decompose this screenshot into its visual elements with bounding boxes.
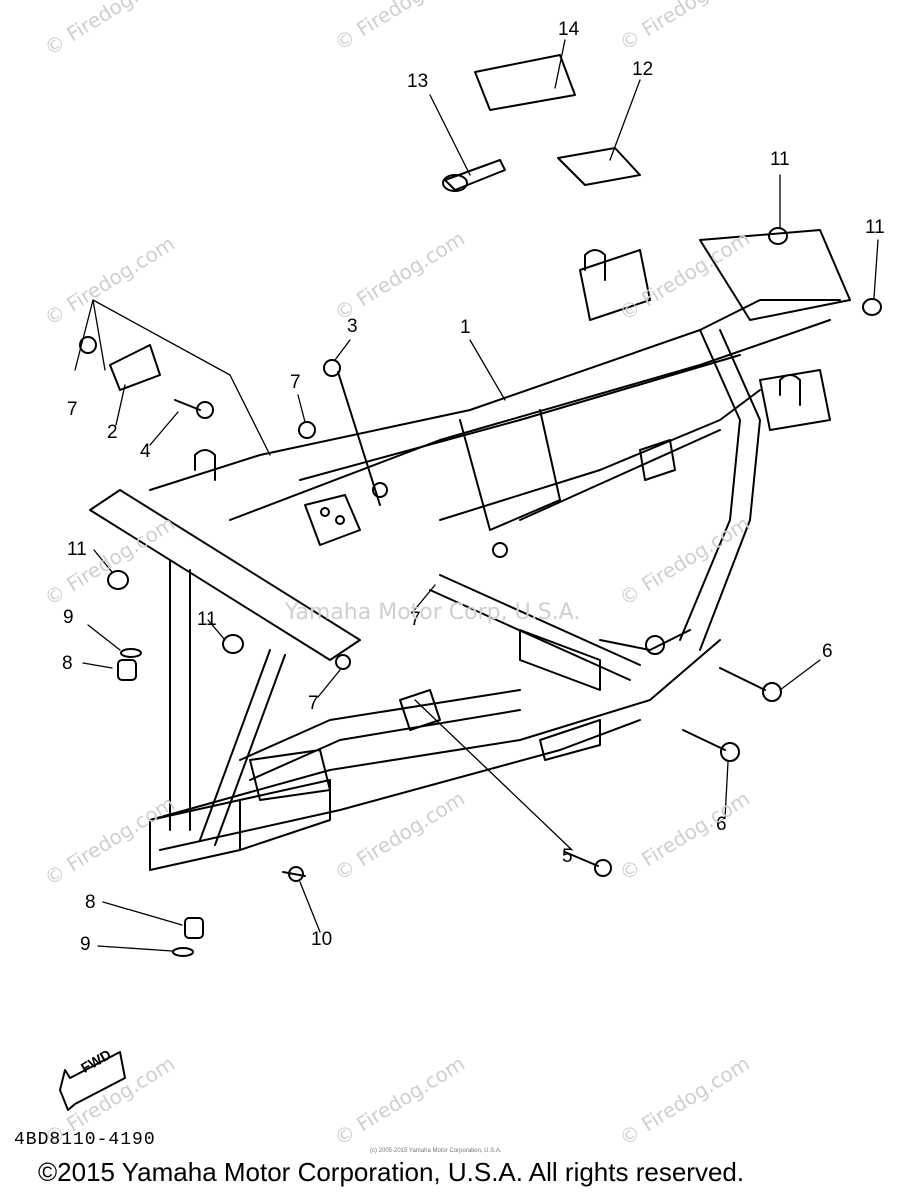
callout-3: 3 <box>347 316 358 337</box>
callout-8: 8 <box>85 892 96 913</box>
callout-7: 7 <box>67 399 78 420</box>
callout-7: 7 <box>410 609 421 630</box>
callout-5: 5 <box>562 846 573 867</box>
callout-14: 14 <box>558 19 580 40</box>
callout-2: 2 <box>107 422 118 443</box>
copyright-notice: ©2015 Yamaha Motor Corporation, U.S.A. A… <box>38 1157 745 1187</box>
fwd-arrow <box>59 1051 126 1111</box>
fine-print: (c) 2005-2015 Yamaha Motor Corporation, … <box>370 1148 502 1154</box>
callout-6: 6 <box>822 641 833 662</box>
callout-1: 1 <box>460 317 471 338</box>
main-frame <box>89 229 851 871</box>
callout-9: 9 <box>63 607 74 628</box>
callout-4: 4 <box>140 441 151 462</box>
callout-13: 13 <box>407 71 429 92</box>
callout-7: 7 <box>290 372 301 393</box>
callout-11: 11 <box>770 149 790 170</box>
callout-8: 8 <box>62 653 73 674</box>
callout-11: 11 <box>197 609 217 630</box>
callout-11: 11 <box>67 539 87 560</box>
part-code: 4BD8110-4190 <box>14 1130 156 1150</box>
callout-11: 11 <box>865 217 885 238</box>
callout-6: 6 <box>716 814 727 835</box>
callout-12: 12 <box>632 59 654 80</box>
callout-10: 10 <box>311 929 333 950</box>
hardware <box>79 54 882 957</box>
callout-7: 7 <box>308 693 319 714</box>
watermark-center: Yamaha Motor Corp, U.S.A. <box>285 600 581 625</box>
callout-9: 9 <box>80 934 91 955</box>
leader-lines <box>74 39 879 952</box>
